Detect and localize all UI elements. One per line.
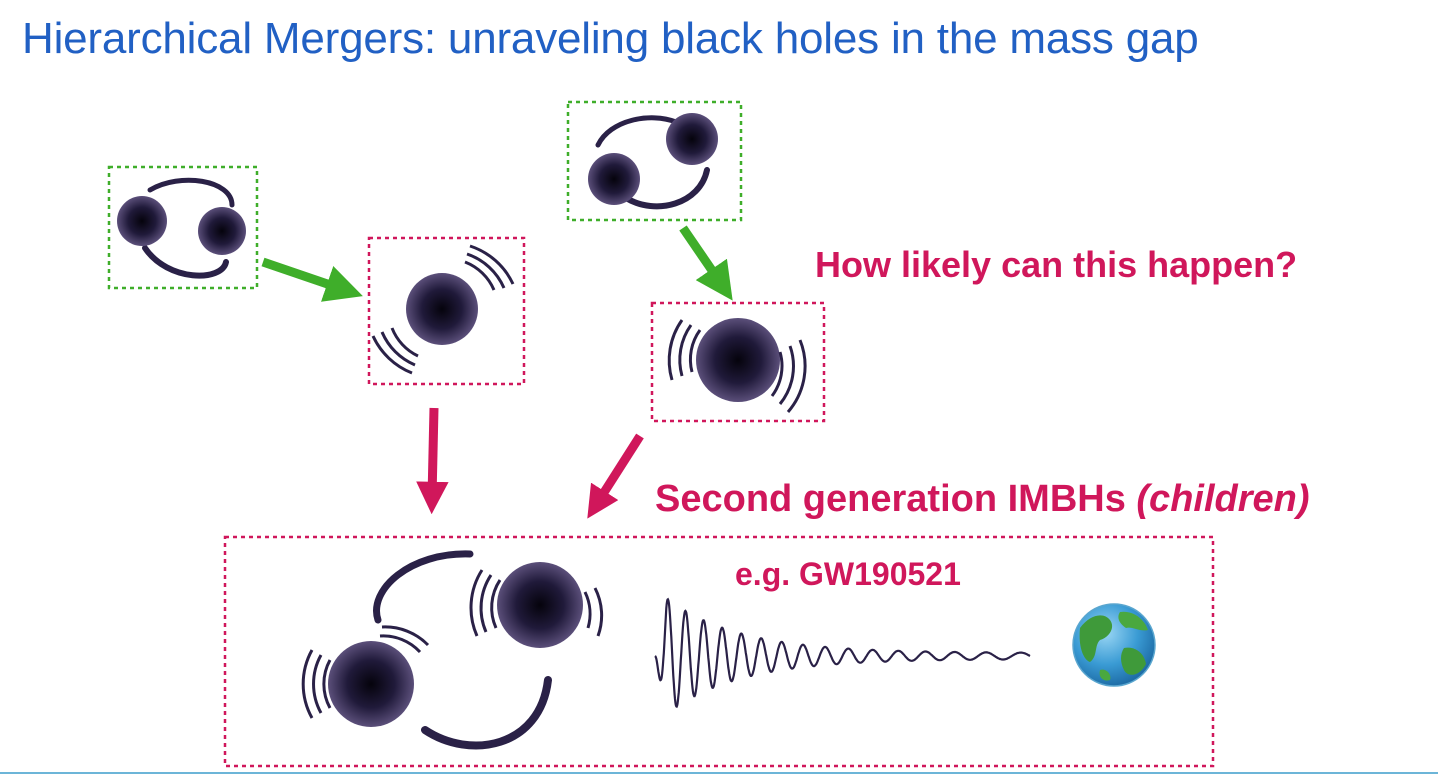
example-label: e.g. GW190521 xyxy=(735,556,961,592)
gravitational-wave-icon xyxy=(654,597,1031,709)
binary-box-left xyxy=(107,165,259,290)
footer-rule xyxy=(0,772,1438,774)
earth-icon xyxy=(1072,603,1156,687)
magenta-arrow-left xyxy=(416,407,449,515)
page-title: Hierarchical Mergers: unraveling black h… xyxy=(22,14,1199,63)
second-generation-text: Second generation IMBHs xyxy=(655,478,1126,520)
binary-black-hole-icon xyxy=(588,113,718,210)
remnant-box-right xyxy=(650,301,826,423)
magenta-arrow-right xyxy=(587,433,644,519)
second-generation-label: Second generation IMBHs (children) xyxy=(655,478,1310,521)
binary-black-hole-icon xyxy=(117,177,246,279)
merged-black-hole-icon xyxy=(667,318,807,413)
green-arrow-top xyxy=(679,225,733,301)
question-label: How likely can this happen? xyxy=(815,244,1298,285)
merged-black-hole-icon xyxy=(371,244,515,375)
remnant-box-left xyxy=(367,236,526,386)
children-qualifier: (children) xyxy=(1136,478,1310,520)
binary-box-top xyxy=(566,100,743,222)
green-arrow-left xyxy=(261,257,363,302)
binary-black-hole-icon xyxy=(301,550,604,750)
